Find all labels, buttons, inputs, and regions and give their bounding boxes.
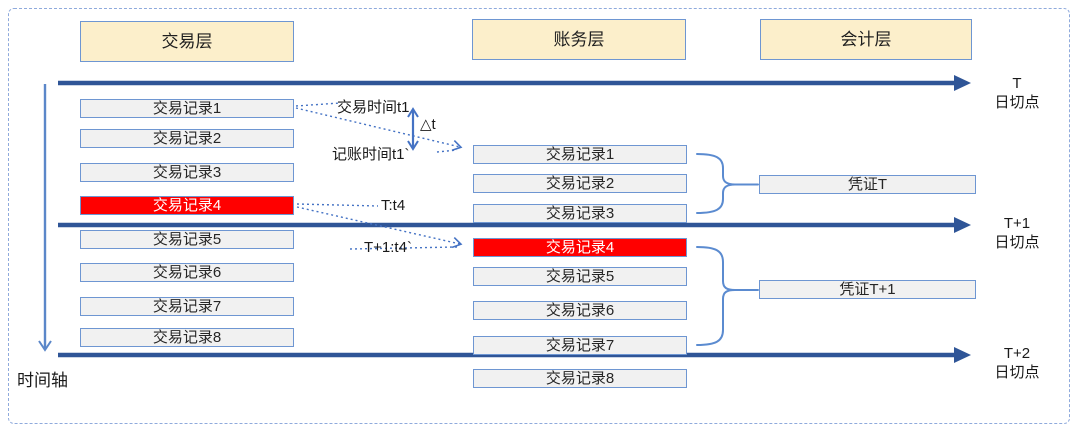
t1-cutover-time-label: T+1:t4` <box>364 239 412 256</box>
txn-record-8: 交易记录8 <box>80 328 294 347</box>
txn-record-6: 交易记录6 <box>80 263 294 282</box>
delta-t-label: △t <box>420 116 436 133</box>
timeline-t1-label-line2: 日切点 <box>994 234 1040 251</box>
txn-record-3: 交易记录3 <box>80 163 294 182</box>
timeline-t1-label-line1: T+1 <box>1003 215 1031 232</box>
ledger-record-6: 交易记录6 <box>473 301 687 320</box>
header-transaction-layer: 交易层 <box>80 21 294 62</box>
ledger-record-8: 交易记录8 <box>473 369 687 388</box>
timeline-t-label-line2: 日切点 <box>994 94 1040 111</box>
time-axis-label: 时间轴 <box>17 371 68 390</box>
header-ledger-layer: 账务层 <box>472 19 686 60</box>
txn-record-7: 交易记录7 <box>80 297 294 316</box>
timeline-t-label: T 日切点 <box>984 74 1050 112</box>
voucher-t: 凭证T <box>759 175 976 194</box>
ledger-record-5: 交易记录5 <box>473 267 687 286</box>
timeline-t2-label-line1: T+2 <box>1003 345 1031 362</box>
record1-connector-lines <box>295 102 463 153</box>
timeline-t2-label: T+2 日切点 <box>984 344 1050 382</box>
ledger-record-1: 交易记录1 <box>473 145 687 164</box>
ledger-record-4-highlighted: 交易记录4 <box>473 238 687 257</box>
timeline-t1-label: T+1 日切点 <box>984 214 1050 252</box>
timeline-t2-label-line2: 日切点 <box>994 364 1040 381</box>
voucher-t-brace <box>696 153 759 214</box>
voucher-t1: 凭证T+1 <box>759 280 976 299</box>
txn-record-4-highlighted: 交易记录4 <box>80 196 294 215</box>
t-cutover-time-label: T:t4 <box>381 197 406 214</box>
txn-record-5: 交易记录5 <box>80 230 294 249</box>
ledger-record-7: 交易记录7 <box>473 336 687 355</box>
txn-record-1: 交易记录1 <box>80 99 294 118</box>
booking-time-label: 记账时间t1` <box>332 146 410 163</box>
record4-connector-lines <box>296 203 463 250</box>
timeline-t-label-line1: T <box>1012 75 1022 92</box>
voucher-t1-brace <box>696 246 759 346</box>
ledger-record-2: 交易记录2 <box>473 174 687 193</box>
txn-record-2: 交易记录2 <box>80 129 294 148</box>
header-accounting-layer: 会计层 <box>760 19 972 60</box>
ledger-record-3: 交易记录3 <box>473 204 687 223</box>
trade-time-label: 交易时间t1 <box>337 99 410 116</box>
